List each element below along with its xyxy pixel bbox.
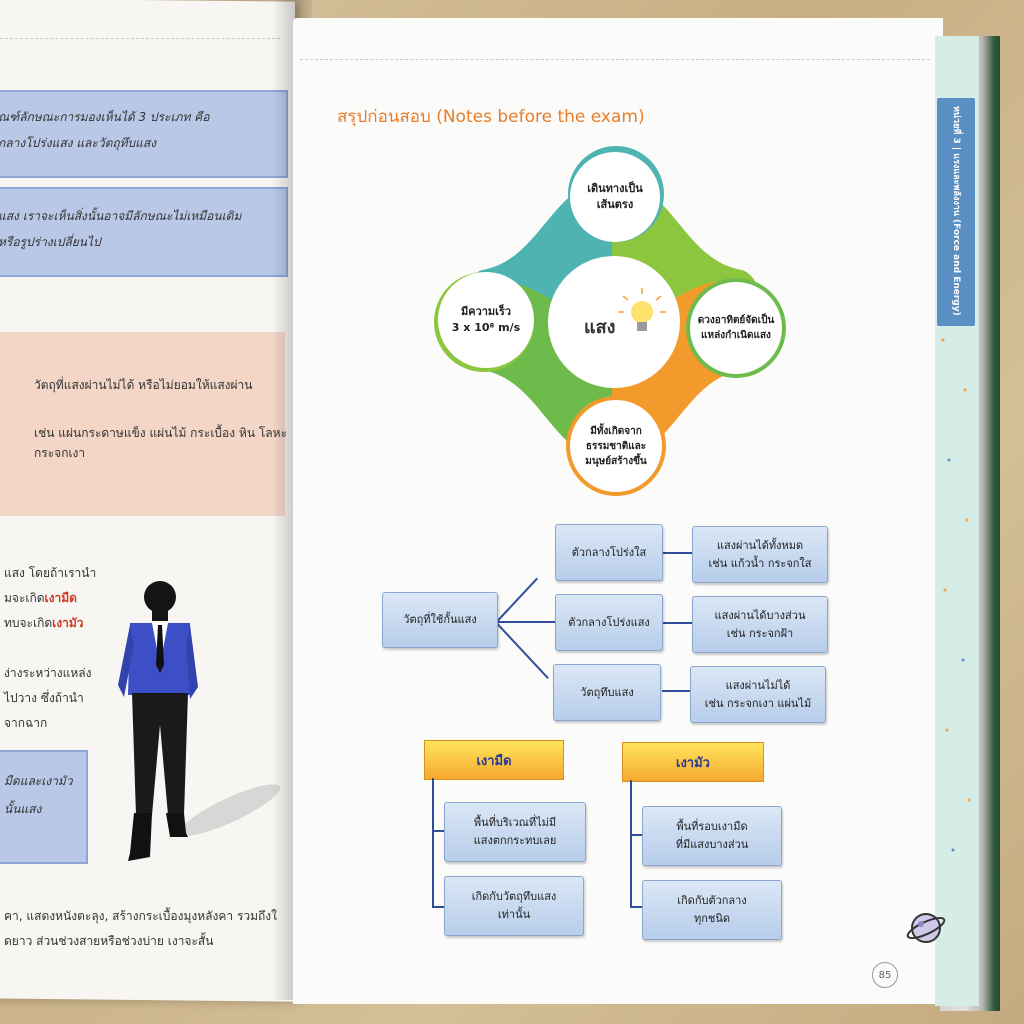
peach-line-2: เช่น แผ่นกระดาษแข็ง แผ่นไม้ กระเบื้อง หิ…	[34, 426, 288, 440]
left-text-3: ทบจะเกิดเงามัว	[4, 614, 84, 633]
branch-opaque: วัตถุทึบแสง	[553, 664, 661, 721]
left-note-2-line-2: หรือรูปร่างเปลี่ยนไป	[0, 235, 101, 249]
penumbra-item-2: เกิดกับตัวกลางทุกชนิด	[642, 880, 782, 940]
detail-opaque: แสงผ่านไม่ได้เช่น กระจกเงา แผ่นไม้	[690, 666, 826, 723]
detail-translucent: แสงผ่านได้บางส่วนเช่น กระจกฝ้า	[692, 596, 828, 653]
penumbra-link-2	[630, 906, 642, 908]
chapter-side-tab: หน่วยที่ 3 | แรงและพลังงาน (Force and En…	[937, 98, 975, 326]
umbra-item-2: เกิดกับวัตถุทึบแสงเท่านั้น	[444, 876, 584, 936]
left-bottom-line-2: ดยาว ส่วนช่วงสายหรือช่วงบ่าย เงาจะสั้น	[4, 934, 214, 948]
tree-link-2	[662, 622, 692, 624]
left-text-4: ง่างระหว่างแหล่ง	[4, 666, 92, 680]
tree-root-box: วัตถุที่ใช้กั้นแสง	[382, 592, 498, 648]
peach-line-3: กระจกเงา	[34, 446, 86, 460]
businessman-illustration	[118, 581, 281, 861]
property-top: เดินทางเป็นเส้นตรง	[570, 152, 660, 242]
umbra-title-box: เงามืด	[424, 740, 564, 780]
branch-transparent: ตัวกลางโปร่งใส	[555, 524, 663, 581]
left-note-3-line-1: มืดและเงามัว	[4, 774, 73, 788]
umbra-trunk	[432, 778, 434, 908]
detail-transparent: แสงผ่านได้ทั้งหมดเช่น แก้วน้ำ กระจกใส	[692, 526, 828, 583]
peach-line-1: วัตถุที่แสงผ่านไม่ได้ หรือไม่ยอมให้แสงผ่…	[34, 378, 253, 392]
tree-connector-middle	[497, 621, 555, 623]
umbra-link-1	[432, 830, 444, 832]
property-bottom: มีทั้งเกิดจากธรรมชาติและมนุษย์สร้างขึ้น	[570, 400, 662, 492]
penumbra-item-1: พื้นที่รอบเงามืดที่มีแสงบางส่วน	[642, 806, 782, 866]
left-note-box-2: แสง เราจะเห็นสิ่งนั้นอาจมีลักษณะไม่เหมือ…	[0, 187, 288, 277]
left-note-box-1: ณฑ์ลักษณะการมองเห็นได้ 3 ประเภท คือ กลาง…	[0, 90, 288, 178]
penumbra-title-box: เงามัว	[622, 742, 764, 782]
left-text-2: มจะเกิดเงามืด	[4, 589, 77, 608]
opaque-definition-box: วัตถุที่แสงผ่านไม่ได้ หรือไม่ยอมให้แสงผ่…	[0, 332, 288, 516]
left-text-5: ไปวาง ซึ่งถ้านำ	[4, 691, 84, 705]
umbra-link-2	[432, 906, 444, 908]
page-title: สรุปก่อนสอบ (Notes before the exam)	[337, 107, 645, 127]
left-text-6: จากฉาก	[4, 716, 48, 730]
diagram-center-label: แสง	[584, 317, 616, 338]
left-note-box-3: มืดและเงามัว นั้นแสง	[0, 750, 88, 864]
penumbra-highlight: เงามัว	[52, 616, 84, 630]
branch-translucent: ตัวกลางโปร่งแสง	[555, 594, 663, 651]
side-strip-dots	[941, 338, 971, 852]
umbra-highlight: เงามืด	[44, 591, 77, 605]
left-text-2a: มจะเกิด	[4, 591, 45, 605]
umbra-item-1: พื้นที่บริเวณที่ไม่มีแสงตกกระทบเลย	[444, 802, 586, 862]
left-note-2-line-1: แสง เราจะเห็นสิ่งนั้นอาจมีลักษณะไม่เหมือ…	[0, 209, 242, 223]
property-right: ดวงอาทิตย์จัดเป็นแหล่งกำเนิดแสง	[690, 282, 782, 374]
left-bottom-line-1: คา, แสดงหนังตะลุง, สร้างกระเบื้องมุงหลัง…	[4, 909, 278, 923]
penumbra-trunk	[630, 780, 632, 908]
left-note-1-line-1: ณฑ์ลักษณะการมองเห็นได้ 3 ประเภท คือ	[0, 110, 210, 124]
right-page-dashed-line	[300, 59, 930, 60]
tree-link-3	[662, 690, 692, 692]
page-number: 85	[872, 962, 898, 988]
left-note-3-line-2: นั้นแสง	[4, 802, 42, 816]
left-text-3a: ทบจะเกิด	[4, 616, 53, 630]
lightbulb-icon	[618, 288, 666, 331]
left-note-1-line-2: กลางโปร่งแสง และวัตถุทึบแสง	[0, 136, 157, 150]
planet-icon	[906, 913, 946, 943]
left-page-dashed-line	[0, 38, 280, 39]
chapter-tab-label: หน่วยที่ 3 | แรงและพลังงาน (Force and En…	[951, 106, 961, 316]
tree-link-1	[662, 552, 692, 554]
penumbra-link-1	[630, 834, 642, 836]
left-text-1: แสง โดยถ้าเรานำ	[4, 566, 97, 580]
